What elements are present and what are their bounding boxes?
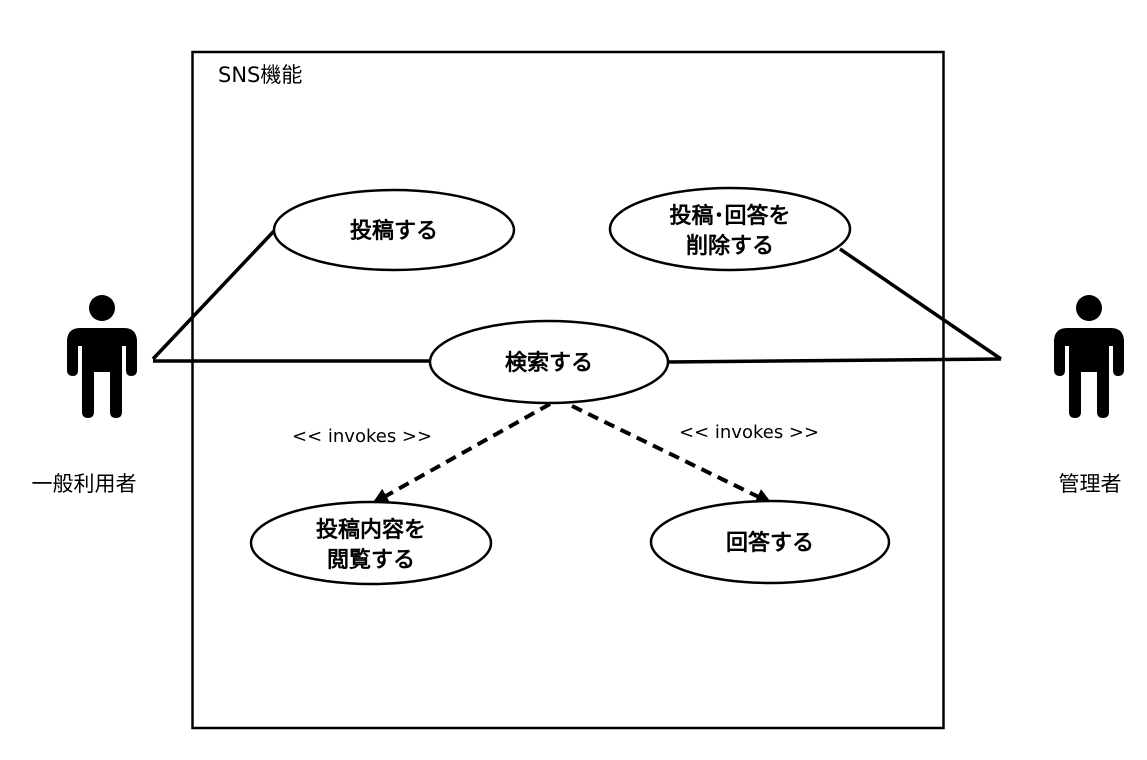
usecase-delete[interactable]: 投稿･回答を 削除する [608,186,852,272]
usecase-answer-label: 回答する [726,530,814,556]
usecase-post[interactable]: 投稿する [272,188,516,272]
usecase-view-label-line2: 閲覧する [327,547,415,573]
assoc-admin-search [666,357,1002,364]
usecase-search[interactable]: 検索する [428,319,670,405]
invokes-label-left: << invokes >> [292,426,432,447]
usecase-delete-label-line1: 投稿･回答を [669,203,790,229]
system-boundary [191,50,945,730]
usecase-post-label: 投稿する [350,218,438,244]
usecase-search-label: 検索する [505,351,593,376]
person-icon [1054,295,1124,418]
invokes-arrow-answer [571,404,772,504]
actor-general-user-label: 一般利用者 [32,472,137,496]
usecase-view[interactable]: 投稿内容を 閲覧する [249,500,493,586]
usecase-answer[interactable]: 回答する [649,499,891,585]
invokes-arrow-view [372,402,551,504]
usecase-delete-label-line2: 削除する [686,233,774,259]
system-title: SNS機能 [218,63,302,87]
actor-general-user[interactable]: 一般利用者 [32,295,138,496]
invokes-label-right: << invokes >> [679,422,819,443]
usecase-view-label-line1: 投稿内容を [316,517,426,543]
assoc-user-post [151,229,276,361]
actor-admin[interactable]: 管理者 [1054,295,1124,496]
person-icon [67,295,137,418]
actor-admin-label: 管理者 [1059,472,1122,496]
assoc-admin-delete [839,247,1002,361]
